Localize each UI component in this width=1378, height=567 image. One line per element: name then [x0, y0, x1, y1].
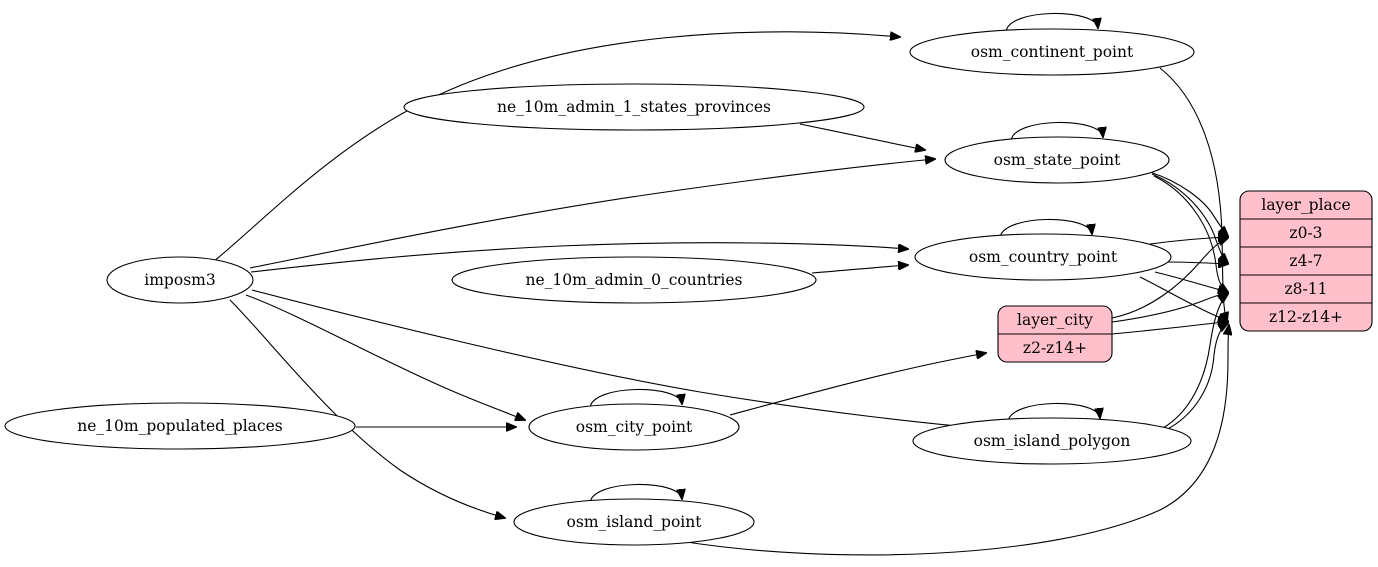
node-layer_city[interactable]: layer_city z2-z14+ — [997, 305, 1113, 363]
node-label: osm_island_polygon — [974, 432, 1131, 450]
edge-osm_state_point-layer_place-z0 — [1149, 171, 1228, 236]
selfloop-osm_city_point — [589, 388, 682, 409]
edge-ne_countries-osm_country_point — [811, 265, 908, 274]
layer_city-title: layer_city — [1017, 311, 1093, 329]
node-label: osm_state_point — [994, 151, 1122, 169]
edge-imposm3-osm_state_point — [249, 159, 935, 269]
edge-osm_city_point-layer_city — [729, 353, 986, 416]
edge-osm_island_polygon-layer_place-z12 — [1165, 323, 1228, 431]
node-label: ne_10m_admin_0_countries — [526, 271, 743, 289]
edge-ne_states-osm_state_point — [799, 123, 925, 150]
edge-imposm3-osm_city_point — [245, 294, 525, 420]
node-label: osm_continent_point — [971, 43, 1134, 61]
node-label: osm_city_point — [576, 418, 693, 436]
edge-layer_city-layer_place-z12 — [1111, 322, 1228, 335]
layer_place-row-z4-7[interactable]: z4-7 — [1289, 252, 1322, 270]
node-osm_city_point[interactable]: osm_city_point — [528, 403, 740, 451]
nodes-layer: imposm3 ne_10m_populated_places ne_10m_a… — [4, 28, 1195, 546]
edge-imposm3-osm_island_polygon — [251, 289, 990, 429]
node-label: ne_10m_populated_places — [77, 417, 282, 435]
edge-layer_city-layer_place-z8 — [1111, 293, 1228, 323]
selfloop-osm_island_point — [589, 483, 682, 504]
node-imposm3[interactable]: imposm3 — [106, 256, 254, 304]
node-label: ne_10m_admin_1_states_provinces — [497, 98, 771, 116]
edge-osm_state_point-layer_place-z4 — [1151, 173, 1228, 263]
layer_place-row-z12-z14plus[interactable]: z12-z14+ — [1269, 308, 1343, 326]
node-osm_island_polygon[interactable]: osm_island_polygon — [912, 417, 1192, 465]
self-loops-layer — [589, 12, 1103, 504]
edge-osm_island_polygon-layer_place-z8 — [1162, 294, 1228, 429]
node-label: osm_country_point — [969, 248, 1118, 266]
selfloop-osm_country_point — [999, 218, 1092, 239]
node-label: imposm3 — [144, 271, 215, 289]
layer_place-row-z0-3[interactable]: z0-3 — [1289, 224, 1322, 242]
node-osm_island_point[interactable]: osm_island_point — [513, 498, 755, 546]
layer_city-row-z2-z14plus[interactable]: z2-z14+ — [1023, 339, 1087, 357]
selfloop-osm_state_point — [1010, 121, 1103, 142]
selfloop-osm_island_polygon — [1007, 402, 1100, 423]
node-osm_state_point[interactable]: osm_state_point — [944, 136, 1170, 184]
node-ne_10m_populated_places[interactable]: ne_10m_populated_places — [4, 402, 356, 450]
node-label: osm_island_point — [567, 513, 703, 531]
edge-osm_island_point-layer_place-z12 — [679, 325, 1229, 556]
edge-imposm3-osm_island_point — [229, 299, 505, 518]
edge-imposm3-osm_continent_point — [212, 31, 900, 263]
edge-layer_city-layer_place-z0 — [1111, 238, 1228, 319]
node-osm_continent_point[interactable]: osm_continent_point — [909, 28, 1195, 76]
edges-layer — [212, 31, 1229, 556]
node-ne_10m_admin_1_states_provinces[interactable]: ne_10m_admin_1_states_provinces — [403, 83, 865, 131]
layer_place-title: layer_place — [1261, 196, 1350, 214]
node-ne_10m_admin_0_countries[interactable]: ne_10m_admin_0_countries — [451, 256, 817, 304]
node-osm_country_point[interactable]: osm_country_point — [914, 233, 1172, 281]
edge-imposm3-osm_country_point — [250, 242, 908, 273]
selfloop-osm_continent_point — [1005, 12, 1098, 33]
layer_place-row-z8-11[interactable]: z8-11 — [1285, 280, 1328, 298]
record-nodes-layer: layer_place z0-3 z4-7 z8-11 z12-z14+ lay… — [997, 190, 1373, 363]
node-layer_place[interactable]: layer_place z0-3 z4-7 z8-11 z12-z14+ — [1239, 190, 1373, 332]
